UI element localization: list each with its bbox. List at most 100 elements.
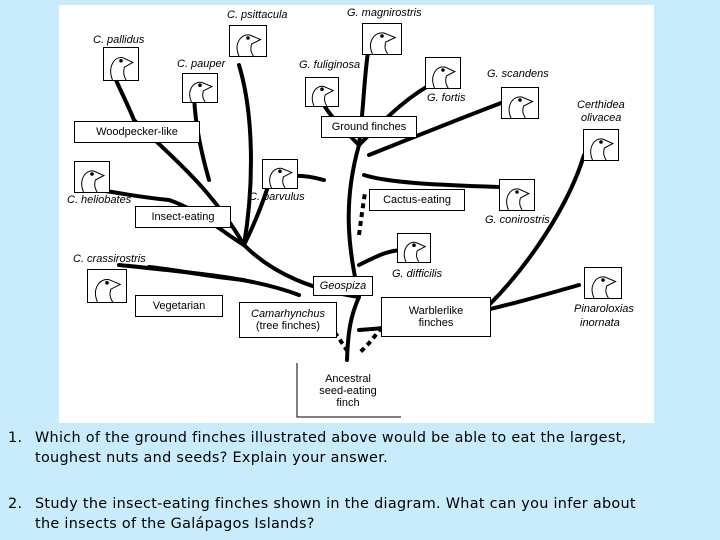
group-warblerlike: Warblerlike finches: [381, 297, 491, 337]
label-c-psittacula: C. psittacula: [227, 9, 288, 21]
group-woodpecker-like: Woodpecker-like: [74, 121, 200, 143]
finch-head-sketch: [236, 34, 262, 56]
group-insect-eating: Insect-eating: [135, 206, 231, 228]
finch-eye: [105, 281, 109, 285]
g-conirostris-bird-icon: [499, 179, 535, 211]
finch-head-outline: [590, 138, 615, 160]
finch-head-sketch: [403, 241, 427, 262]
pinaroloxias-bird-icon: [584, 267, 622, 299]
question-2-number: 2.: [8, 496, 23, 512]
label-pinaroloxias-line1: Pinaroloxias: [574, 303, 634, 315]
label-c-crassirostris: C. crassirostris: [73, 253, 146, 265]
label-g-fuliginosa: G. fuliginosa: [299, 59, 361, 71]
g-magnirostris-bird-icon: [362, 23, 402, 55]
label-g-difficilis: G. difficilis: [392, 268, 443, 280]
label-g-scandens: G. scandens: [487, 68, 549, 80]
finch-head-outline: [110, 57, 134, 80]
c-crassirostris-branch: [117, 263, 301, 297]
label-g-magnirostris: G. magnirostris: [347, 7, 422, 19]
finch-head-outline: [81, 170, 106, 192]
c-pauper-bird-icon: [182, 73, 218, 103]
finch-head-sketch: [506, 188, 531, 210]
question-2: 2. Study the insect-eating finches shown …: [8, 494, 636, 534]
question-2-line1: Study the insect-eating finches shown in…: [35, 496, 636, 512]
finch-head-outline: [591, 276, 617, 298]
finch-head-outline: [311, 85, 335, 106]
g-difficilis-bird-icon: [397, 233, 431, 263]
c-parvulus-bird-icon: [262, 159, 298, 189]
finch-head-sketch: [590, 138, 615, 160]
c-crassirostris-bird-icon: [87, 269, 127, 303]
label-certhidea-line2: olivacea: [581, 112, 622, 124]
question-2-line2: the insects of the Galápagos Islands?: [35, 516, 315, 532]
c-psittacula-bird-icon: [229, 25, 267, 57]
camarhynchus-line1: Camarhynchus: [251, 308, 325, 320]
finch-head-sketch: [370, 32, 397, 54]
camarhynchus-line2: (tree finches): [255, 320, 321, 332]
finch-eye: [246, 36, 250, 40]
cactus-branch: [362, 173, 501, 189]
question-1-line2: toughest nuts and seeds? Explain your an…: [35, 450, 388, 466]
label-pinaroloxias-line2: inornata: [580, 317, 620, 329]
ancestral-line3: finch: [336, 397, 360, 409]
finch-head-sketch: [81, 170, 106, 192]
finch-head-sketch: [311, 85, 335, 106]
ancestral-line2: seed-eating: [319, 385, 377, 397]
g-scandens-branch: [367, 98, 511, 157]
group-camarhynchus: Camarhynchus (tree finches): [239, 302, 337, 338]
ancestral-finch-label: Ancestral seed-eating finch: [303, 373, 393, 409]
c-psittacula-branch: [237, 63, 253, 247]
finch-eye: [198, 83, 202, 87]
finch-head-outline: [370, 32, 397, 54]
finch-head-outline: [236, 34, 262, 56]
c-pallidus-bird-icon: [103, 47, 139, 81]
dashed-right: [357, 303, 399, 355]
finch-eye: [599, 140, 603, 144]
finch-eye: [515, 190, 519, 194]
label-c-parvulus: C. parvulus: [249, 191, 305, 203]
finch-head-outline: [508, 96, 534, 118]
label-c-pauper: C. pauper: [177, 58, 226, 70]
label-c-heliobates: C. heliobates: [67, 194, 132, 206]
finch-eye: [90, 172, 94, 176]
finch-head-outline: [403, 241, 427, 262]
finch-phylogeny-diagram: C. psittacula G. magnirostris C. pallidu…: [59, 5, 654, 423]
finch-head-sketch: [508, 96, 534, 118]
finch-head-sketch: [432, 66, 457, 88]
question-1: 1.Which of the ground finches illustrate…: [8, 428, 626, 468]
dashed-geospiza: [357, 192, 367, 236]
warblerlike-line2: finches: [418, 317, 454, 329]
ancestral-box-outline: [296, 363, 401, 418]
finch-eye: [518, 98, 522, 102]
finch-head-sketch: [110, 57, 134, 80]
certhidea-branch: [487, 153, 586, 307]
label-certhidea-line1: Certhidea: [577, 99, 625, 111]
finch-head-outline: [506, 188, 531, 210]
label-g-fortis: G. fortis: [427, 92, 466, 104]
trunk-upper-branch: [346, 143, 361, 299]
group-cactus-eating: Cactus-eating: [369, 189, 465, 211]
finch-eye: [320, 87, 324, 91]
label-c-pallidus: C. pallidus: [93, 34, 145, 46]
finch-head-outline: [269, 167, 294, 188]
g-fortis-bird-icon: [425, 57, 461, 89]
ancestral-line1: Ancestral: [325, 373, 371, 385]
finch-head-sketch: [189, 81, 214, 102]
finch-head-outline: [95, 279, 122, 302]
finch-eye: [119, 59, 123, 63]
question-1-line1: Which of the ground finches illustrated …: [35, 430, 627, 446]
g-fuliginosa-bird-icon: [305, 77, 339, 107]
finch-eye: [412, 243, 416, 247]
finch-head-sketch: [269, 167, 294, 188]
finch-eye: [441, 68, 445, 72]
finch-head-sketch: [591, 276, 617, 298]
warblerlike-line1: Warblerlike: [408, 305, 464, 317]
finch-eye: [601, 278, 605, 282]
finch-head-outline: [432, 66, 457, 88]
finch-head-outline: [189, 81, 214, 102]
group-vegetarian: Vegetarian: [135, 295, 223, 317]
c-heliobates-bird-icon: [74, 161, 110, 193]
group-ground-finches: Ground finches: [321, 116, 417, 138]
certhidea-bird-icon: [583, 129, 619, 161]
finch-eye: [380, 34, 384, 38]
